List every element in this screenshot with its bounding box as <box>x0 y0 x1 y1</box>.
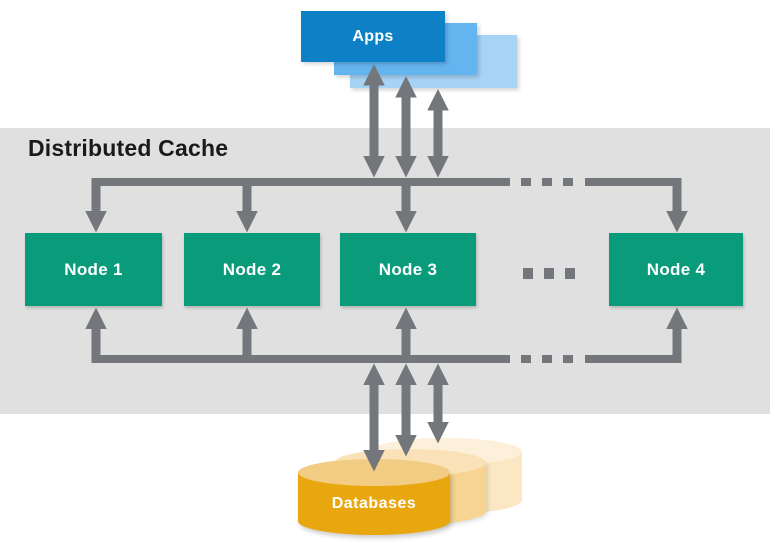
apps-card-front: Apps <box>301 11 445 62</box>
node-4-label: Node 4 <box>646 259 706 279</box>
cache-node-4: Node 4 <box>609 233 743 306</box>
cache-node-2: Node 2 <box>184 233 320 306</box>
databases-label: Databases <box>331 495 417 512</box>
database-cylinder-front: Databases <box>298 459 450 535</box>
node-1-label: Node 1 <box>64 259 123 279</box>
apps-label: Apps <box>352 27 394 45</box>
diagram-title: Distributed Cache <box>28 135 229 161</box>
node-2-label: Node 2 <box>222 259 282 279</box>
cache-node-1: Node 1 <box>25 233 162 306</box>
node-3-label: Node 3 <box>378 259 438 279</box>
cache-node-3: Node 3 <box>340 233 476 306</box>
